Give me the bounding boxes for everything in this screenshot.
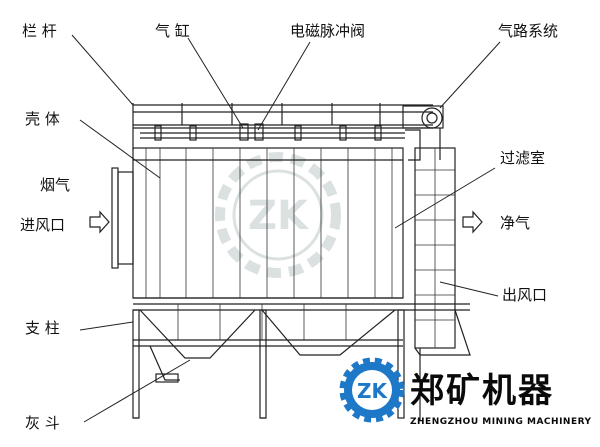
pulse-valve-row	[140, 123, 405, 141]
brand-logo: ZK	[339, 357, 405, 423]
label-clean-gas: 净气	[500, 214, 530, 232]
ash-hopper	[139, 309, 396, 383]
outlet-duct	[414, 147, 471, 420]
brand-logo-letters: ZK	[357, 379, 389, 403]
railing	[132, 103, 433, 150]
label-flue-gas-line2: 进风口	[20, 216, 65, 234]
label-outlet: 出风口	[502, 286, 547, 304]
watermark-gear-logo: ZK	[215, 152, 341, 278]
inlet-arrow	[89, 210, 110, 234]
brand-subtitle: ZHENGZHOU MINING MACHINERY	[410, 417, 592, 427]
label-pulse-valve: 电磁脉冲阀	[290, 22, 365, 40]
pillars	[132, 309, 405, 419]
lower-frame	[133, 297, 470, 347]
svg-text:ZK: ZK	[248, 193, 310, 239]
clean-gas-arrow	[462, 210, 483, 234]
air-path-system	[402, 105, 444, 161]
label-railing: 栏 杆	[22, 22, 57, 40]
leader-lines	[71, 34, 501, 423]
label-ash-hopper: 灰 斗	[25, 414, 60, 432]
label-cylinder: 气 缸	[155, 22, 190, 40]
brand-name: 郑矿机器	[410, 371, 554, 411]
inlet-flange	[111, 167, 134, 269]
label-air-system: 气路系统	[498, 22, 558, 40]
label-shell: 壳 体	[25, 110, 60, 128]
label-flue-gas-line1: 烟气	[40, 176, 70, 194]
label-pillar: 支 柱	[25, 319, 60, 337]
label-filter-room: 过滤室	[500, 149, 545, 167]
